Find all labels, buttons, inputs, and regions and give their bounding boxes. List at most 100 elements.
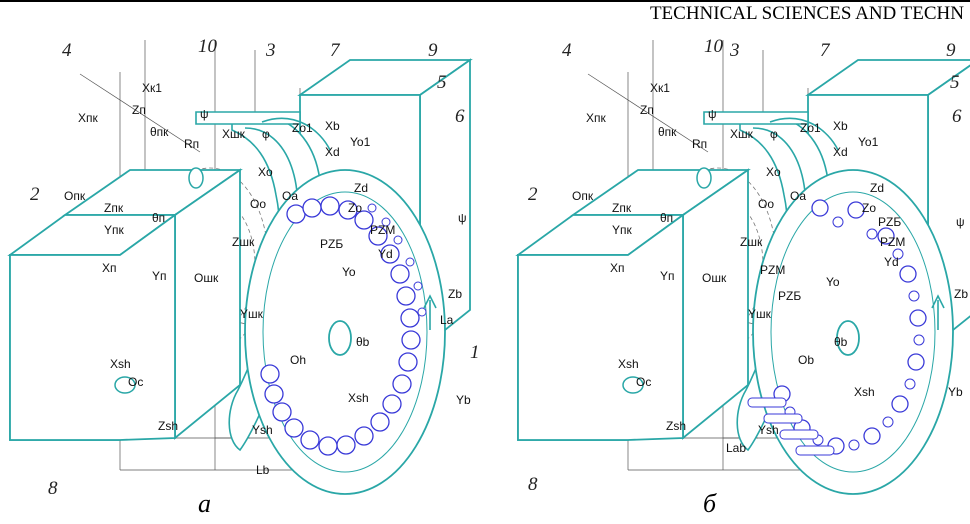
diagram-label: Zsh [666, 419, 686, 433]
diagram-label: 3 [265, 40, 276, 61]
diagram-label: Xo [766, 165, 781, 179]
diagram-label: Oc [128, 375, 143, 389]
diagram-label: Oo [250, 197, 266, 211]
diagram-label: Zпк [104, 201, 124, 215]
diagram-label: PZБ [878, 215, 901, 229]
diagram-label: Yo1 [858, 135, 879, 149]
top-rule [0, 0, 970, 2]
diagram-label: Lab [726, 441, 746, 455]
diagram-label: 2 [528, 184, 538, 205]
diagram-label: 1 [470, 342, 480, 363]
diagram-label: Xd [833, 145, 848, 159]
diagram-label: Zb [448, 287, 462, 301]
ball-ring-b [773, 199, 927, 455]
diagram-label: 7 [820, 40, 831, 61]
diagram-label: PZБ [320, 237, 343, 251]
diagram-label: φ [770, 127, 778, 141]
diagram-label: Xb [325, 119, 340, 133]
diagram-label: Zo [348, 201, 362, 215]
ball-ring-a [260, 196, 421, 456]
diagram-label: Zsh [158, 419, 178, 433]
diagram-label: Xпк [78, 111, 99, 125]
diagram-label: θп [660, 211, 673, 225]
diagram-label: θb [834, 335, 848, 349]
diagram-label: Yb [948, 385, 963, 399]
diagram-label: θb [356, 335, 370, 349]
diagram-label: 6 [952, 106, 962, 127]
diagram-label: Zo [862, 201, 876, 215]
diagram-label: 4 [62, 40, 72, 61]
diagram-label: 5 [437, 72, 447, 93]
diagram-label: Ysh [758, 423, 779, 437]
diagram-label: Xo [258, 165, 273, 179]
diagram-label: Zп [132, 103, 146, 117]
diagram-label: Xsh [110, 357, 131, 371]
diagram-label: Yп [660, 269, 675, 283]
diagram-label: La [440, 313, 454, 327]
diagram-label: PZБ [778, 289, 801, 303]
diagram-label: Yb [456, 393, 471, 407]
diagram-label: Rп [184, 137, 199, 151]
caption-a: a [198, 489, 211, 518]
diagram-label: Zd [870, 181, 884, 195]
diagram-label: 9 [946, 40, 956, 61]
diagram-label: Yd [378, 247, 393, 261]
diagram-label: 10 [704, 36, 724, 57]
diagram-label: Xsh [618, 357, 639, 371]
part-numbers-b: 4 10 3 7 9 5 6 2 8 [528, 36, 962, 495]
diagram-label: 9 [428, 40, 438, 61]
diagram-label: Oo [758, 197, 774, 211]
diagram-label: Xпк [586, 111, 607, 125]
page-header: TECHNICAL SCIENCES AND TECHN [649, 3, 964, 24]
diagram-label: 7 [330, 40, 341, 61]
diagram-label: Oa [790, 189, 806, 203]
diagram-label: 3 [729, 40, 740, 61]
diagram-label: Ob [798, 353, 814, 367]
diagram-label: Ysh [252, 423, 273, 437]
diagram-label: 5 [950, 72, 960, 93]
diagram-label: Zb [954, 287, 968, 301]
diagram-label: ψ [200, 107, 209, 121]
diagram-label: Lb [256, 463, 270, 477]
caption-b: б [703, 489, 717, 518]
diagram-label: 8 [48, 478, 58, 499]
diagram-label: Zп [640, 103, 654, 117]
diagram-label: Yпк [612, 223, 633, 237]
diagram-label: Yшк [748, 307, 772, 321]
diagram-label: θп [152, 211, 165, 225]
diagram-label: Xп [102, 261, 117, 275]
diagram-label: Zшк [740, 235, 763, 249]
diagram-label: Zшк [232, 235, 255, 249]
diagram-label: Oшк [702, 271, 727, 285]
diagram-label: Yo1 [350, 135, 371, 149]
diagram-label: Xп [610, 261, 625, 275]
diagram-label: PZM [760, 263, 785, 277]
diagram-label: Xшк [222, 127, 246, 141]
diagram-label: PZM [370, 223, 395, 237]
diagram-label: Xd [325, 145, 340, 159]
diagram-label: Yd [884, 255, 899, 269]
diagram-label: PZM [880, 235, 905, 249]
diagram-label: Xb [833, 119, 848, 133]
diagram-label: Rп [692, 137, 707, 151]
diagram-label: Xк1 [650, 81, 670, 95]
diagram-label: 8 [528, 474, 538, 495]
diagram-label: Xшк [730, 127, 754, 141]
diagram-label: Xsh [854, 385, 875, 399]
diagram-label: ψ [956, 215, 965, 229]
diagram-label: 2 [30, 184, 40, 205]
diagram-label: Oh [290, 353, 306, 367]
diagram-label: 4 [562, 40, 572, 61]
diagram-label: Zпк [612, 201, 632, 215]
diagram-label: Yo [826, 275, 840, 289]
diagram-label: Yo [342, 265, 356, 279]
diagram-label: Zo1 [800, 121, 821, 135]
diagram-label: θпк [150, 125, 169, 139]
diagram-label: ψ [458, 211, 467, 225]
diagram-label: Yпк [104, 223, 125, 237]
